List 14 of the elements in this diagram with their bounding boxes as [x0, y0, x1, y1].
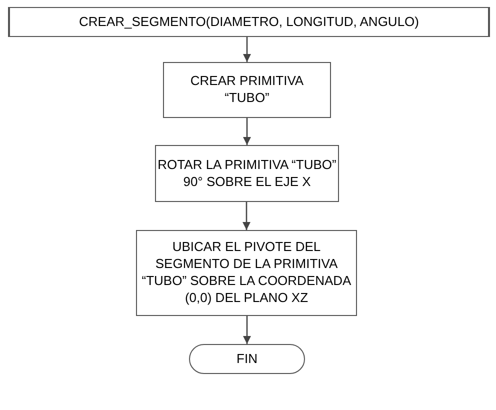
- process-box: [136, 230, 357, 316]
- process-box: [163, 62, 331, 118]
- arrow: [242, 202, 250, 230]
- node-text: UBICAR EL PIVOTE DEL SEGMENTO DE LA PRIMITIVA “TUBO” SOBRE LA COORDENADA (0,0) DEL PLANO XZ: [140, 239, 352, 307]
- node-text: ROTAR LA PRIMITIVA “TUBO” 90° SOBRE EL EJE X: [156, 156, 338, 190]
- node-text: CREAR_SEGMENTO(DIAMETRO, LONGITUD, ANGULO): [79, 14, 419, 30]
- node-text: FIN: [236, 350, 258, 368]
- process-box: [155, 145, 339, 202]
- node-text: CREAR PRIMITIVA “TUBO”: [189, 73, 305, 107]
- arrow: [243, 37, 251, 62]
- arrow: [243, 118, 251, 145]
- arrow: [243, 316, 251, 344]
- predefined-process-box: [8, 7, 490, 37]
- terminator: [189, 344, 305, 374]
